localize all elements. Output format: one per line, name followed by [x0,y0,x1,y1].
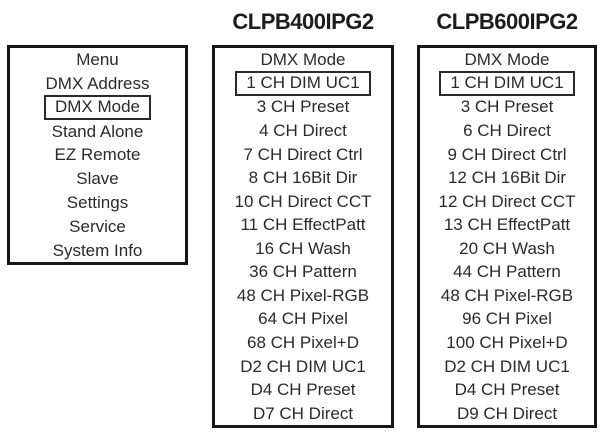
menu-item-label: System Info [52,240,143,260]
menu-item: Slave [74,167,121,190]
menu-item-label: 3 CH Preset [460,97,554,117]
menu-item: Service [67,215,128,238]
menu-item: System Info [51,238,145,261]
menu-item-label: 100 CH Pixel+D [446,333,568,353]
menu-item-label: EZ Remote [54,145,141,165]
menu-item: D7 CH Direct [251,402,355,425]
menu-item-label: 3 CH Preset [256,97,350,117]
menu-item: Settings [65,191,130,214]
menu-item-label: Settings [66,192,129,212]
menu-item-label: D4 CH Preset [250,380,356,400]
menu-item: 6 CH Direct [461,119,553,142]
menu-item-selected: DMX Mode [43,94,152,120]
menu-item-label: 1 CH DIM UC1 [235,70,371,96]
menu-item-label: 36 CH Pattern [249,262,357,282]
menu-item-label: 20 CH Wash [459,238,555,258]
menu-item: 44 CH Pattern [451,260,563,283]
menu-item-label: DMX Address [45,74,150,94]
menu-item: D2 CH DIM UC1 [442,354,572,377]
menu-item: 3 CH Preset [255,95,352,118]
menu-item-label: 16 CH Wash [255,238,351,258]
menu-item-label: Service [69,216,126,236]
menu-item-label: D9 CH Direct [456,403,558,423]
menu-item-selected: 1 CH DIM UC1 [439,70,575,96]
menu-item-label: D2 CH DIM UC1 [240,356,366,376]
menu-item: 4 CH Direct [257,119,349,142]
menu-item: EZ Remote [53,143,143,166]
menu-item: 10 CH Direct CCT [233,189,374,212]
menu-item: 9 CH Direct Ctrl [445,142,568,165]
menu-item-label: 1 CH DIM UC1 [439,70,575,96]
menu-item: 8 CH 16Bit Dir [247,166,360,189]
device-name-clpb400ipg2: CLPB400IPG2 [232,9,374,34]
device-name-clpb600ipg2: CLPB600IPG2 [436,9,578,34]
menu-item-label: DMX Mode [260,50,346,70]
menu-item: D4 CH Preset [453,378,562,401]
menu-item: D2 CH DIM UC1 [238,354,368,377]
menu-item-label: D4 CH Preset [454,380,560,400]
menu-item: 48 CH Pixel-RGB [235,284,371,307]
menu-item-label: Menu [76,50,119,70]
menu-item: D9 CH Direct [455,402,559,425]
menu-item-label: 7 CH Direct Ctrl [243,144,363,164]
menu-item-label: 96 CH Pixel [462,309,552,329]
menu-item-label: 9 CH Direct Ctrl [447,144,567,164]
menu-item-label: 13 CH EffectPatt [443,215,571,235]
menu-item-label: 4 CH Direct [259,120,347,140]
menu-item-label: 12 CH Direct CCT [438,191,576,211]
menu-item: 36 CH Pattern [247,260,359,283]
menu-item: 48 CH Pixel-RGB [439,284,575,307]
menu-item-label: DMX Mode [464,50,550,70]
menu-item-label: D7 CH Direct [252,403,354,423]
menu-item: 7 CH Direct Ctrl [241,142,364,165]
menu-item-label: 6 CH Direct [463,120,551,140]
menu-item-label: 11 CH EffectPatt [240,215,366,235]
menu-item-label: D2 CH DIM UC1 [444,356,570,376]
menu-item-selected: 1 CH DIM UC1 [235,70,371,96]
menu-item-label: 64 CH Pixel [258,309,348,329]
menu-item-label: 44 CH Pattern [453,262,561,282]
menu-item: 100 CH Pixel+D [444,331,569,354]
menu-item-label: 10 CH Direct CCT [234,191,372,211]
menu-item: 68 CH Pixel+D [245,331,361,354]
menu-item-label: 8 CH 16Bit Dir [248,168,358,188]
menu-item-label: Slave [76,169,119,189]
menu-item: Stand Alone [50,119,146,142]
menu-item: 11 CH EffectPatt [238,213,367,236]
menu-item-label: 68 CH Pixel+D [247,333,359,353]
menu-item: 12 CH 16Bit Dir [446,166,568,189]
menu-item: 16 CH Wash [253,237,353,260]
menu-item: 96 CH Pixel [460,307,554,330]
menu-item: DMX Address [44,72,152,95]
menu-item: DMX Mode [258,48,347,71]
menu-item: DMX Mode [462,48,551,71]
menu-item: D4 CH Preset [249,378,358,401]
menu-item-label: 12 CH 16Bit Dir [447,168,567,188]
menu-item: 20 CH Wash [457,237,557,260]
menu-item-label: Stand Alone [51,121,144,141]
menu-item: 13 CH EffectPatt [442,213,572,236]
menu-item: 3 CH Preset [459,95,556,118]
menu-item: 64 CH Pixel [256,307,350,330]
menu-item-label: DMX Mode [43,94,152,120]
menu-item: 12 CH Direct CCT [437,189,578,212]
menu-item-label: 48 CH Pixel-RGB [440,285,574,305]
menu-item: Menu [74,48,121,71]
menu-item-label: 48 CH Pixel-RGB [236,285,370,305]
